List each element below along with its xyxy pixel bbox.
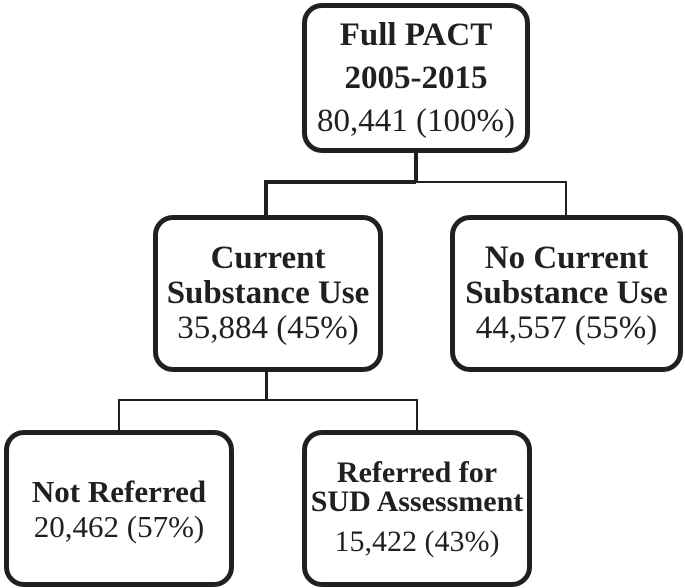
node-not-referred-title-line1: Not Referred [31,473,207,509]
node-current-value: 35,884 (45%) [177,310,359,346]
node-not-referred-value: 20,462 (57%) [33,508,205,544]
connector-to-no-current [565,181,567,215]
node-referred-value: 15,422 (43%) [334,525,500,558]
node-referred-title-line2: SUD Assessment [310,485,524,518]
node-current-title-line1: Current [210,240,326,276]
node-referred-for-sud-assessment: Referred for SUD Assessment 15,422 (43%) [302,430,532,587]
node-no-current-substance-use: No Current Substance Use 44,557 (55%) [450,215,683,372]
connector-current-horizontal [118,399,418,401]
node-no-current-title-line1: No Current [484,240,649,276]
connector-root-stub [414,153,418,183]
node-referred-title-line1: Referred for [336,456,498,489]
node-full-pact-title-line1: Full PACT [339,16,493,53]
node-not-referred: Not Referred 20,462 (57%) [4,430,234,587]
connector-to-not-referred [118,399,120,430]
node-current-title-line2: Substance Use [166,275,370,311]
connector-to-referred [416,399,418,430]
node-full-pact-value: 80,441 (100%) [317,102,515,139]
connector-root-horizontal-left [264,180,416,184]
node-current-substance-use: Current Substance Use 35,884 (45%) [153,215,383,372]
node-full-pact: Full PACT 2005-2015 80,441 (100%) [302,3,530,153]
connector-to-current [264,180,268,215]
connector-root-horizontal-right [416,181,567,183]
node-no-current-title-line2: Substance Use [465,275,668,311]
node-no-current-value: 44,557 (55%) [475,310,658,346]
connector-current-stub [265,372,268,401]
node-full-pact-title-line2: 2005-2015 [344,59,488,96]
